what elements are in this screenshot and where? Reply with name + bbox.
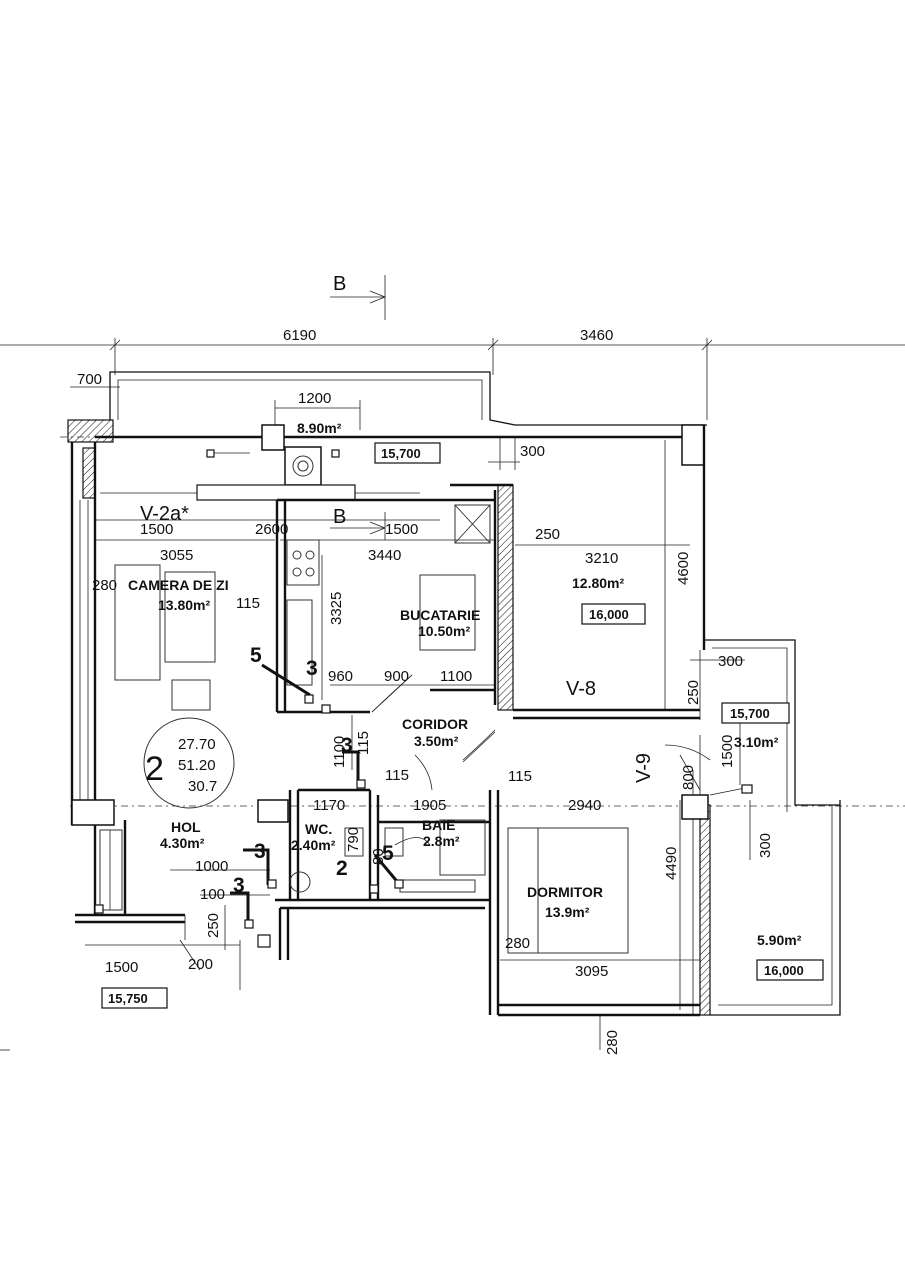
- room-right-area: 12.80m²: [572, 575, 624, 591]
- wc-area: 2.40m²: [291, 837, 336, 853]
- section-label-top: B: [333, 273, 346, 295]
- dim-1100: 1100: [440, 668, 472, 685]
- dim-1500: 1500: [140, 521, 173, 538]
- dim-960: 960: [328, 668, 353, 685]
- dim-6190: 6190: [283, 327, 316, 344]
- dim-115: 115: [236, 595, 260, 612]
- camera-area: 13.80m²: [158, 597, 210, 613]
- dim-2940: 2940: [568, 797, 601, 814]
- baie-area: 2.8m²: [423, 833, 460, 849]
- dim-700: 700: [77, 371, 102, 388]
- dim-3460: 3460: [580, 327, 613, 344]
- dim-1200: 1200: [298, 390, 331, 407]
- section-v9: V-9: [633, 753, 655, 783]
- section-v8: V-8: [566, 678, 596, 700]
- pipe-mark-3: 3: [341, 734, 353, 757]
- dim-250: 250: [685, 680, 702, 705]
- balcony-right-area: 3.10m²: [734, 734, 779, 750]
- dim-3055: 3055: [160, 547, 193, 564]
- level-15700: 15,700: [381, 446, 421, 461]
- level-15750: 15,750: [108, 991, 148, 1006]
- wc-name: WC.: [305, 821, 332, 837]
- dim-3325: 3325: [328, 592, 345, 625]
- dim-1500: 1500: [105, 959, 138, 976]
- dim-3210: 3210: [585, 550, 618, 567]
- hol-area: 4.30m²: [160, 835, 205, 851]
- dim-100: 100: [200, 886, 225, 903]
- dim-790: 790: [345, 827, 362, 852]
- dim-300: 300: [718, 653, 743, 670]
- section-mark-mid: B: [330, 506, 387, 540]
- level-markers: 15,700 16,000 15,700 16,000 15,750: [101, 442, 824, 1009]
- dim-280: 280: [604, 1030, 621, 1055]
- unit-value-2: 51.20: [178, 757, 216, 774]
- pipe-mark-2: 2: [336, 857, 348, 880]
- dim-1100: 1100: [331, 736, 348, 768]
- pipe-mark-5: 5: [250, 644, 262, 667]
- dim-3440: 3440: [368, 547, 401, 564]
- room-labels: 8.90m² CAMERA DE ZI 13.80m² BUCATARIE 10…: [128, 420, 802, 948]
- pipe-mark-3: 3: [254, 840, 266, 863]
- section-label-mid: B: [333, 506, 346, 528]
- pipe-mark-3: 3: [233, 874, 245, 897]
- level-16000: 16,000: [764, 963, 804, 978]
- coridor-name: CORIDOR: [402, 716, 468, 732]
- level-15700: 15,700: [730, 706, 770, 721]
- pipe-marks: 5 3 3 3 3 2 5: [233, 644, 394, 897]
- dim-200: 200: [188, 956, 213, 973]
- dim-800: 800: [680, 765, 697, 790]
- pipe-mark-5: 5: [382, 842, 394, 865]
- dormitor-name: DORMITOR: [527, 884, 603, 900]
- dim-3095: 3095: [575, 963, 608, 980]
- pipes: [94, 449, 753, 948]
- camera-name: CAMERA DE ZI: [128, 577, 229, 593]
- walls: [67, 371, 841, 1017]
- dim-250: 250: [535, 526, 560, 543]
- dim-4490: 4490: [663, 847, 680, 880]
- dim-300: 300: [757, 833, 774, 858]
- dim-280: 280: [92, 577, 117, 594]
- dim-115: 115: [385, 767, 409, 784]
- bucatarie-name: BUCATARIE: [400, 607, 480, 623]
- interior-dimensions: 1500 2600 1500 250 3055 3440 3210 4600 2…: [92, 521, 774, 1055]
- section-labels: V-2a* V-8 V-9: [140, 503, 655, 783]
- dim-115: 115: [355, 731, 372, 755]
- pipe-mark-3: 3: [306, 657, 318, 680]
- bucatarie-area: 10.50m²: [418, 623, 470, 639]
- dim-80: 80: [370, 848, 387, 865]
- dim-115: 115: [508, 768, 532, 785]
- dim-4600: 4600: [675, 552, 692, 585]
- unit-value-1: 27.70: [178, 736, 216, 753]
- dim-2600: 2600: [255, 521, 288, 538]
- balcony-top-area: 8.90m²: [297, 420, 342, 436]
- doors: [371, 674, 711, 846]
- dim-1905: 1905: [413, 797, 446, 814]
- hol-name: HOL: [171, 819, 201, 835]
- dormitor-area: 13.9m²: [545, 904, 590, 920]
- section-mark-top: B: [330, 273, 387, 320]
- dim-1170: 1170: [313, 797, 345, 814]
- section-v2a: V-2a*: [140, 503, 189, 525]
- terrace-area: 5.90m²: [757, 932, 802, 948]
- unit-number: 2: [145, 750, 164, 788]
- unit-value-3: 30.7: [188, 778, 217, 795]
- level-16000: 16,000: [589, 607, 629, 622]
- baie-name: BAIE: [422, 817, 455, 833]
- dim-900: 900: [384, 668, 409, 685]
- dim-300: 300: [520, 443, 545, 460]
- dim-1000: 1000: [195, 858, 228, 875]
- dim-280: 280: [505, 935, 530, 952]
- coridor-area: 3.50m²: [414, 733, 459, 749]
- dim-1500: 1500: [719, 735, 736, 768]
- top-dimensions: 6190 3460 700 1200 300: [77, 327, 613, 460]
- unit-tag: 2 27.70 51.20 30.7: [143, 717, 235, 809]
- furniture: [99, 504, 629, 954]
- dim-1500: 1500: [385, 521, 418, 538]
- dim-250: 250: [205, 913, 222, 938]
